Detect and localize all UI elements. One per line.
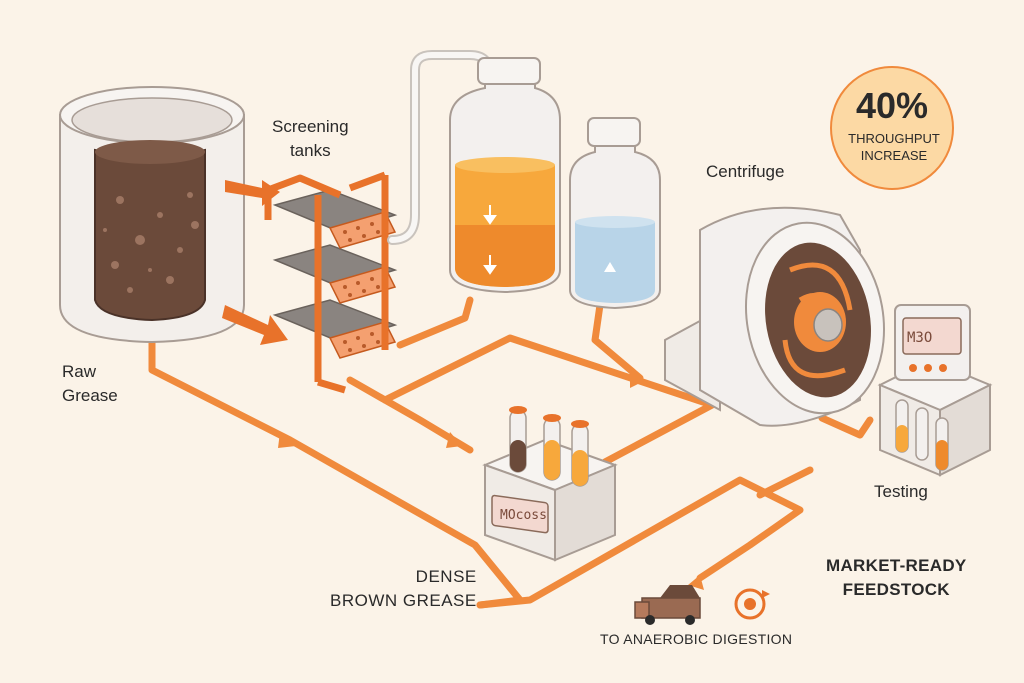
arrow-head [630, 372, 646, 388]
raw-grease-tank [59, 86, 245, 344]
pipe-tester-out [756, 466, 814, 499]
pipe-bottle-orange [396, 296, 474, 349]
droplet-icon [604, 262, 616, 272]
raw-grease-label: Raw Grease [62, 362, 118, 405]
stat-caption: THROUGHPUT INCREASE [848, 131, 940, 163]
testing-label: Testing [874, 482, 928, 501]
market-ready-feedstock-label: MARKET-READY FEEDSTOCK [826, 556, 967, 599]
test-tubes-analyzer [509, 406, 589, 487]
stat-value: 40% [855, 85, 929, 126]
screening-rack [264, 171, 398, 394]
pipe-centrifuge-to-tester [818, 414, 874, 439]
screening-tanks-label: Screening tanks [272, 117, 349, 160]
analyzer-display-text: MOcoss [500, 508, 547, 523]
truck-icon [634, 585, 701, 625]
centrifuge-machine [664, 206, 886, 427]
recycle-circle-icon [734, 588, 770, 620]
arrow-head [278, 432, 296, 448]
pipe-bottle-blue [591, 301, 644, 382]
water-separation-bottle [569, 117, 661, 310]
pipe-loop-rect [381, 334, 716, 466]
centrifuge-label: Centrifuge [706, 162, 785, 181]
pipe-lower-loop [476, 476, 804, 609]
arrow-head [446, 432, 462, 448]
oil-separation-bottle [449, 57, 561, 294]
throughput-stat-badge: 40% THROUGHPUT INCREASE [830, 66, 954, 190]
pipe-network [148, 296, 874, 609]
dense-brown-grease-label: DENSE BROWN GREASE [330, 567, 477, 610]
anaerobic-digestion-label: TO ANAEROBIC DIGESTION [600, 631, 793, 647]
tester-display-text: M3O [907, 330, 933, 346]
testing-station [877, 304, 993, 477]
